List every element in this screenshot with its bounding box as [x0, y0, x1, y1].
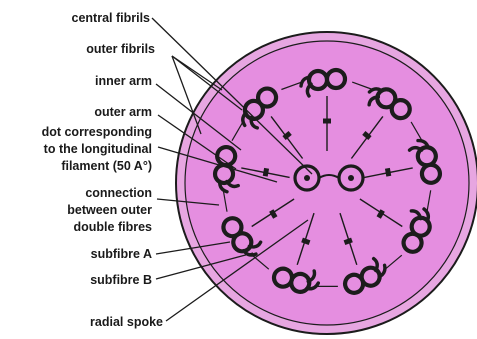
central-fibril-right-dot	[348, 175, 354, 181]
label-subfibre-a: subfibre A	[91, 247, 152, 261]
label-inner-arm: inner arm	[95, 74, 152, 88]
label-dot-line2: to the longitudinal	[44, 142, 152, 156]
label-subfibre-b: subfibre B	[90, 273, 152, 287]
label-dot-line3: filament (50 A°)	[61, 159, 152, 173]
label-central-fibrils: central fibrils	[72, 11, 151, 25]
label-radial-spoke: radial spoke	[90, 315, 163, 329]
label-dot-line1: dot corresponding	[42, 125, 152, 139]
subfibre-b	[421, 163, 442, 184]
label-outer-arm: outer arm	[94, 105, 152, 119]
label-outer-fibrils: outer fibrils	[86, 42, 155, 56]
label-connection-line1: connection	[85, 186, 152, 200]
subfibre-b	[216, 146, 237, 167]
label-group: central fibrils outer fibrils inner arm …	[42, 11, 163, 329]
subfibre-a	[309, 71, 327, 89]
subfibre-b	[327, 70, 345, 88]
central-fibril-left-dot	[304, 175, 310, 181]
label-connection-line2: between outer	[67, 203, 152, 217]
label-connection-line3: double fibres	[74, 220, 153, 234]
filament-dot	[323, 119, 331, 124]
